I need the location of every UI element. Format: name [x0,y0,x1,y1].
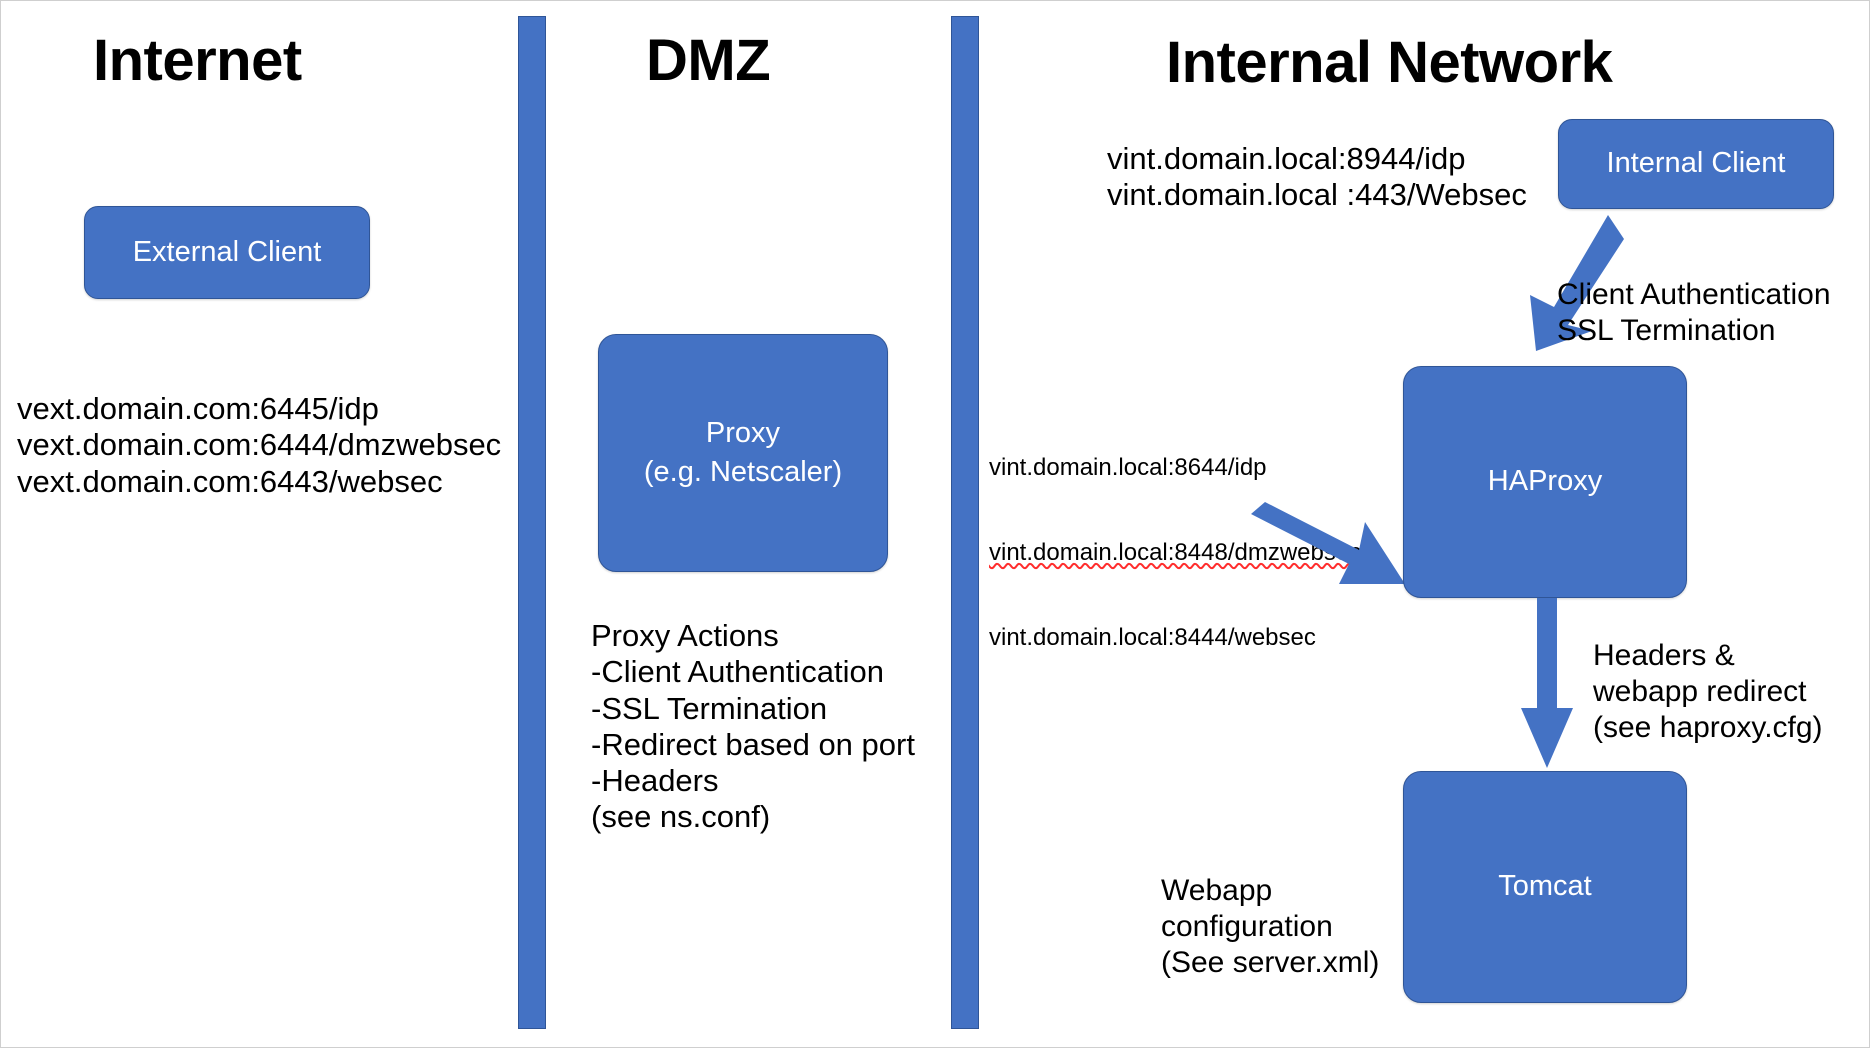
arrow-haproxy-to-tomcat [1517,598,1577,770]
node-haproxy-label: HAProxy [1487,465,1603,498]
zone-title-internet: Internet [93,28,302,93]
external-client-urls: vext.domain.com:6445/idp vext.domain.com… [17,391,502,499]
arrow-urls-to-haproxy [1247,502,1407,601]
haproxy-inbound-urls: vint.domain.local:8644/idp vint.domain.l… [989,397,1361,708]
internal-client-urls: vint.domain.local:8944/idp vint.domain.l… [1107,141,1527,213]
node-proxy-label-line1: Proxy [705,416,781,449]
node-internal-client[interactable]: Internal Client [1558,119,1834,209]
node-tomcat-label: Tomcat [1498,870,1592,903]
node-proxy[interactable]: Proxy (e.g. Netscaler) [598,334,888,572]
arrow-internal-client-to-haproxy [1496,211,1626,356]
haproxy-url-line-1: vint.domain.local:8644/idp [989,453,1267,481]
node-external-client[interactable]: External Client [84,206,370,299]
divider-bar-dmz-internal [951,16,979,1029]
zone-title-dmz: DMZ [646,28,771,93]
node-proxy-label-line2: (e.g. Netscaler) [643,456,843,488]
headers-webapp-redirect-label: Headers & webapp redirect (see haproxy.c… [1593,639,1823,744]
client-auth-ssl-label: Client Authentication SSL Termination [1557,278,1831,347]
node-external-client-label: External Client [132,235,322,268]
divider-bar-internet-dmz [518,16,546,1029]
zone-title-internal-network: Internal Network [1166,30,1613,95]
haproxy-url-line-2: vint.domain.local:8448/dmzwebsec [989,538,1362,566]
node-internal-client-label: Internal Client [1606,147,1786,180]
node-tomcat[interactable]: Tomcat [1403,771,1687,1003]
proxy-actions-text: Proxy Actions -Client Authentication -SS… [591,618,915,835]
haproxy-url-line-3: vint.domain.local:8444/websec [989,623,1316,651]
webapp-configuration-note: Webapp configuration (See server.xml) [1161,874,1380,979]
node-haproxy[interactable]: HAProxy [1403,366,1687,598]
